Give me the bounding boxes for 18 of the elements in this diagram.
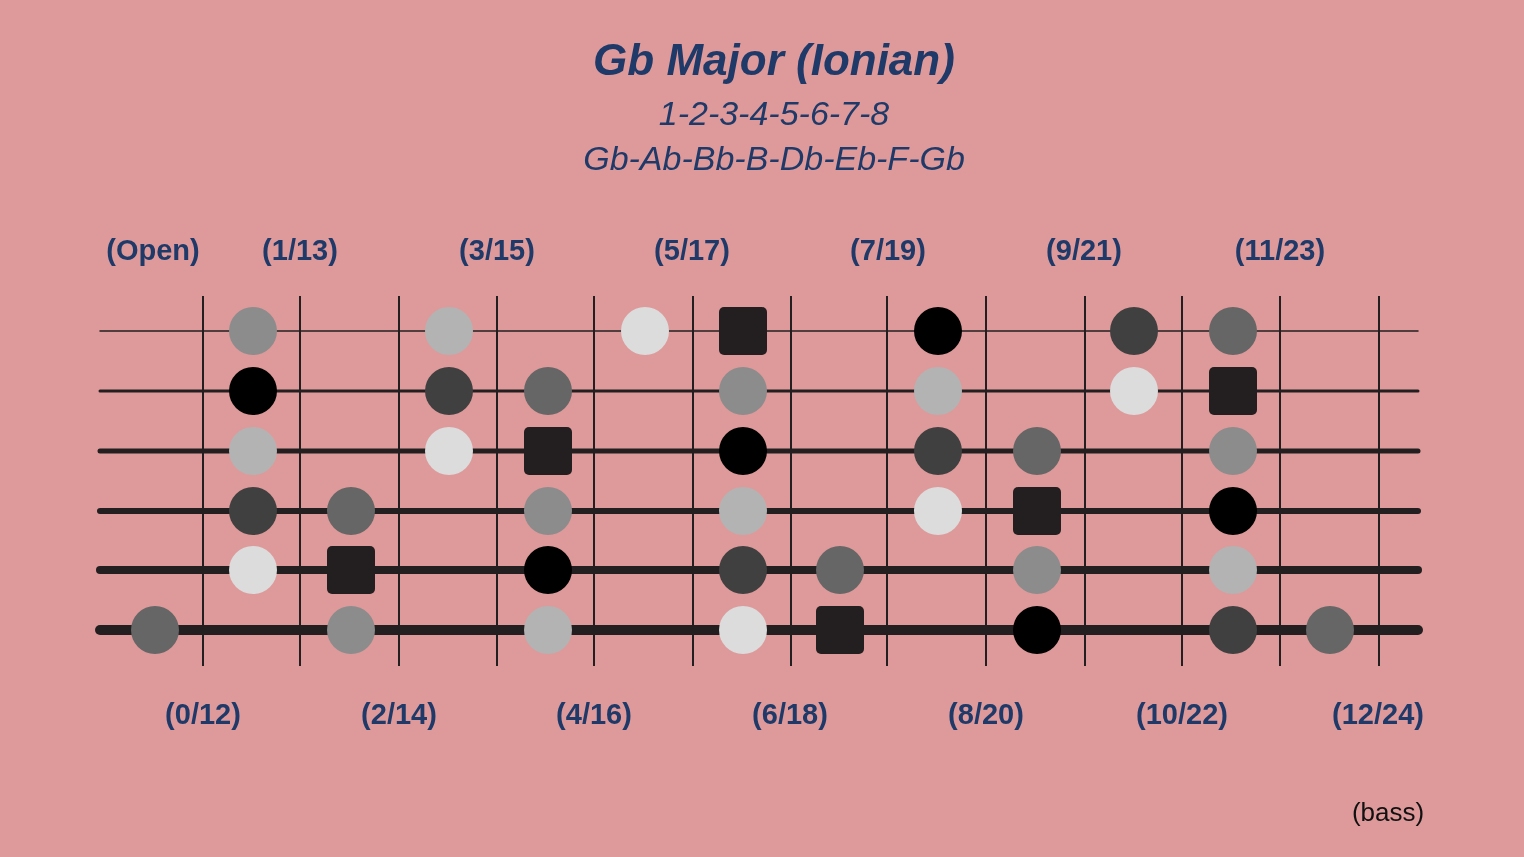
scale-degrees: 1-2-3-4-5-6-7-8 xyxy=(658,93,890,133)
fret-number: (3/15) xyxy=(459,233,535,267)
fret-number: (12/24) xyxy=(1332,697,1424,731)
scale-notes: Gb-Ab-Bb-B-Db-Eb-F-Gb xyxy=(583,138,965,178)
fret-number: (1/13) xyxy=(262,233,338,267)
fret-number: (5/17) xyxy=(654,233,730,267)
fret-number: (Open) xyxy=(106,233,200,267)
fret-number: (9/21) xyxy=(1046,233,1122,267)
fret-number: (0/12) xyxy=(165,697,241,731)
instrument-note: (bass) xyxy=(1351,796,1425,828)
fret-number: (8/20) xyxy=(948,697,1024,731)
fret-number: (11/23) xyxy=(1234,233,1326,267)
fret-number: (7/19) xyxy=(850,233,926,267)
fret-number: (6/18) xyxy=(752,697,828,731)
fret-number: (2/14) xyxy=(361,697,437,731)
fret-number: (10/22) xyxy=(1136,697,1228,731)
fret-number: (4/16) xyxy=(556,697,632,731)
scale-title: Gb Major (Ionian) xyxy=(593,35,955,85)
